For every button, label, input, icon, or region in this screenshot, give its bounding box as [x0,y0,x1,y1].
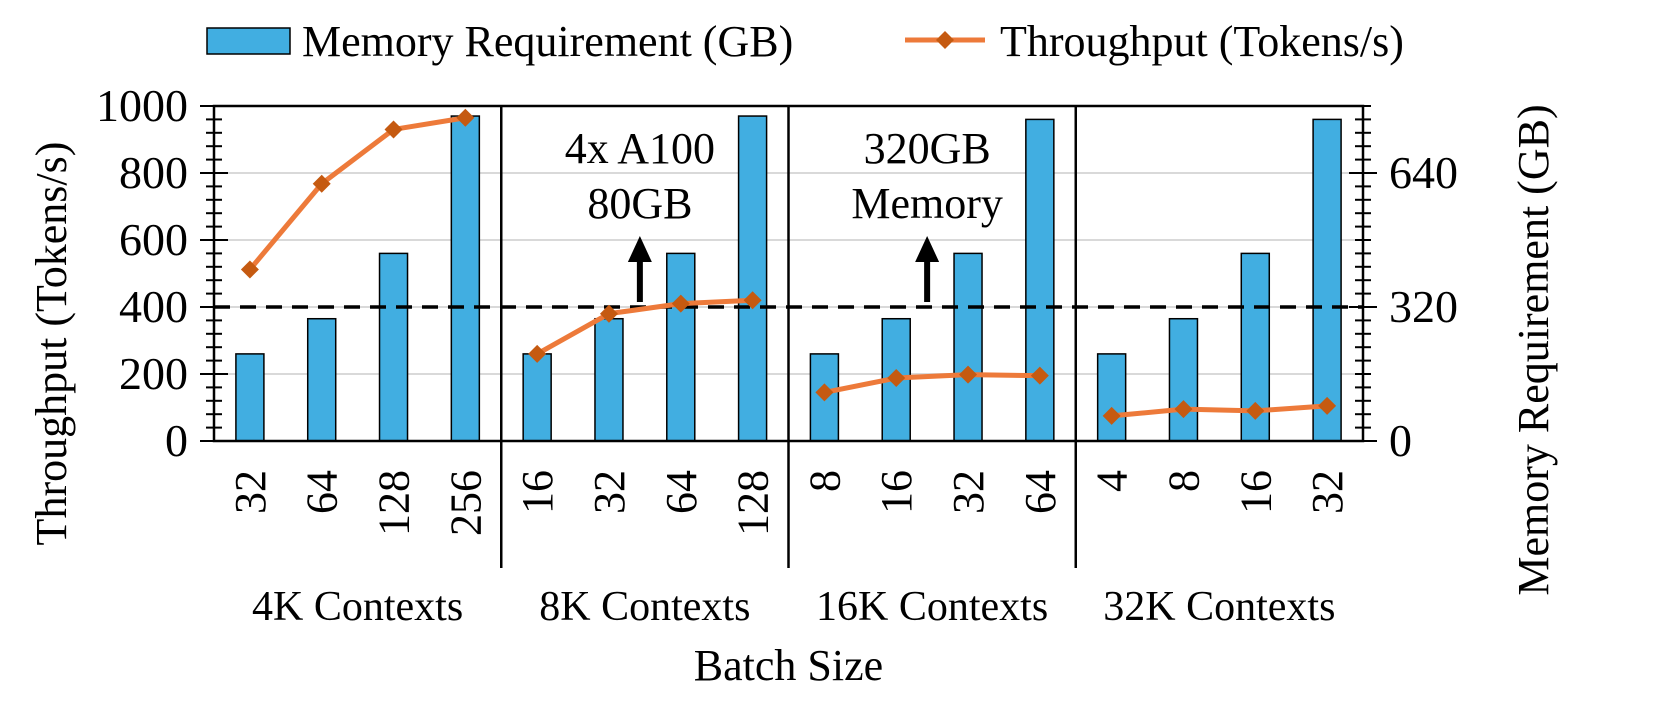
batch-size-label: 32 [1303,470,1352,514]
batch-size-label: 8 [800,470,849,492]
throughput-marker [1318,396,1337,415]
throughput-line [1111,403,1328,419]
memory-bar [378,252,409,442]
left-tick-label: 400 [119,281,188,332]
annotation-text: 320GB [864,124,991,173]
left-tick-label: 800 [119,147,188,198]
throughput-line [823,372,1040,395]
legend-bar-swatch [206,27,291,55]
throughput-marker [384,120,403,139]
right-tick-label: 640 [1389,147,1458,198]
memory-bar [1096,353,1127,442]
throughput-line [535,297,753,357]
memory-bar [1168,317,1199,442]
right-axis-title: Memory Requirement (GB) [1509,104,1558,595]
throughput-line [247,115,466,272]
group-label: 16K Contexts [816,584,1048,630]
batch-size-label: 32 [226,470,275,514]
memory-bar [953,252,983,442]
left-tick-label: 0 [165,415,188,466]
right-tick-label: 320 [1389,281,1458,332]
throughput-marker [1102,406,1121,425]
annotation-arrow-head [915,236,940,262]
batch-size-label: 32 [585,470,634,514]
annotation-arrow-head [627,236,652,262]
group-label: 4K Contexts [252,584,463,630]
memory-bar [306,317,337,442]
batch-size-label: 16 [513,470,562,514]
x-axis-title: Batch Size [694,641,883,690]
group-label: 32K Contexts [1103,584,1335,630]
throughput-marker [1174,400,1193,419]
batch-size-label: 64 [1016,470,1065,514]
memory-bar [594,317,624,442]
memory-bar [522,353,552,442]
right-tick-label: 0 [1389,415,1412,466]
legend-line-label: Throughput (Tokens/s) [1000,17,1404,66]
batch-size-label: 64 [657,470,706,514]
memory-bar [235,353,265,442]
batch-size-label: 4 [1088,470,1137,492]
throughput-marker [599,304,618,323]
batch-size-label: 8 [1159,470,1208,492]
throughput-marker [743,291,762,310]
batch-size-label: 256 [441,470,490,536]
memory-bar [1025,118,1055,442]
throughput-marker [1030,366,1049,385]
throughput-marker [815,383,834,402]
batch-size-label: 16 [872,470,921,514]
left-axis-title: Throughput (Tokens/s) [27,142,76,546]
batch-size-label: 128 [370,470,419,536]
batch-size-label: 64 [298,470,347,514]
annotation-text: 80GB [587,179,692,228]
batch-size-label: 128 [729,470,778,536]
throughput-marker [528,344,547,363]
throughput-marker [240,260,259,279]
left-tick-label: 200 [119,348,188,399]
memory-bar [450,115,481,442]
throughput-marker [959,365,978,384]
memory-bar [666,252,696,442]
legend-line-marker [936,31,954,49]
annotation-text: Memory [851,179,1003,228]
batch-size-label: 16 [1231,470,1280,514]
left-tick-label: 1000 [96,80,188,131]
memory-bar [737,115,768,442]
throughput-marker [312,174,331,193]
annotation-text: 4x A100 [565,124,715,173]
memory-bar [1312,118,1342,442]
throughput-marker [887,369,906,388]
throughput-marker [671,294,690,313]
throughput-marker [456,108,475,127]
left-tick-label: 600 [119,214,188,265]
batch-size-label: 32 [944,470,993,514]
legend-bar-label: Memory Requirement (GB) [302,17,793,66]
throughput-marker [1246,401,1265,420]
group-label: 8K Contexts [539,584,750,630]
